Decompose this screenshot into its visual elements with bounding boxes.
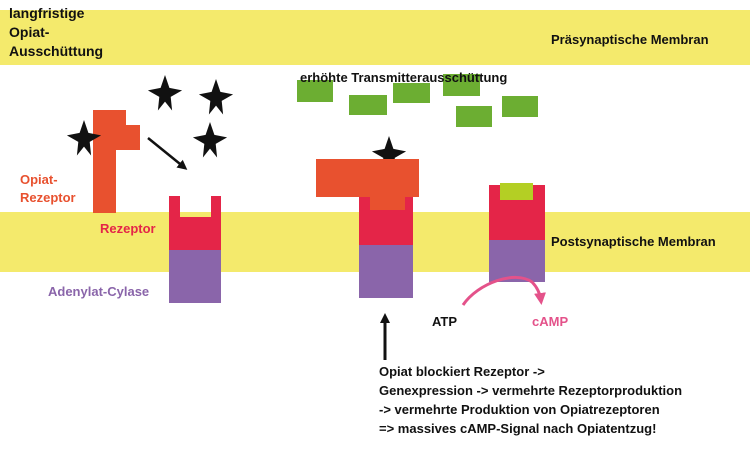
transmitter-block xyxy=(443,74,480,96)
note-line4: => massives cAMP-Signal nach Opiatentzug… xyxy=(379,421,657,436)
transmitter-block xyxy=(393,83,430,103)
free-opiate-receptor xyxy=(93,110,140,213)
star-icon xyxy=(371,136,407,172)
transmitter-label: erhöhte Transmitterausschüttung xyxy=(300,70,508,85)
receptor-left xyxy=(169,196,221,250)
cyclase-left xyxy=(169,250,221,303)
note-line1: Opiat blockiert Rezeptor -> xyxy=(379,364,545,379)
note-line2: Genexpression -> vermehrte Rezeptorprodu… xyxy=(379,383,683,398)
atp-to-camp-arrow xyxy=(461,276,546,306)
corner-note-line3: Ausschüttung xyxy=(9,43,104,59)
receptor-complex-middle xyxy=(316,159,419,298)
star-icon xyxy=(147,75,183,111)
adenylate-cyclase-label: Adenylat-Cylase xyxy=(48,284,150,299)
presynaptic-membrane xyxy=(0,10,750,65)
star-icon xyxy=(192,122,228,158)
cyclase-middle xyxy=(359,245,413,298)
transmitter-block xyxy=(297,80,333,102)
presynaptic-label: Präsynaptische Membran xyxy=(551,32,709,47)
transmitter-bound xyxy=(500,183,533,200)
opiate-molecules xyxy=(66,75,407,172)
receptor-complex-left xyxy=(169,196,221,303)
atp-label: ATP xyxy=(432,314,458,329)
cyclase-right xyxy=(489,240,545,282)
star-icon xyxy=(198,79,234,115)
opiate-receptor-label-line2: Rezeptor xyxy=(20,190,76,205)
transmitter-group xyxy=(297,74,538,127)
note-line3: -> vermehrte Produktion von Opiatrezepto… xyxy=(379,402,660,417)
receptor-complex-right xyxy=(489,183,545,282)
transmitter-block xyxy=(349,95,387,115)
corner-note-line1: langfristige xyxy=(9,5,85,21)
bound-opiate-receptor xyxy=(316,159,419,210)
corner-note-line2: Opiat- xyxy=(9,24,50,40)
opiate-receptor-label-line1: Opiat- xyxy=(20,172,58,187)
binding-arrow xyxy=(147,137,188,170)
transmitter-block xyxy=(502,96,538,117)
postsynaptic-label: Postsynaptische Membran xyxy=(551,234,716,249)
receptor-label: Rezeptor xyxy=(100,221,156,236)
star-icon xyxy=(66,120,102,156)
transmitter-block xyxy=(456,106,492,127)
camp-label: cAMP xyxy=(532,314,569,329)
